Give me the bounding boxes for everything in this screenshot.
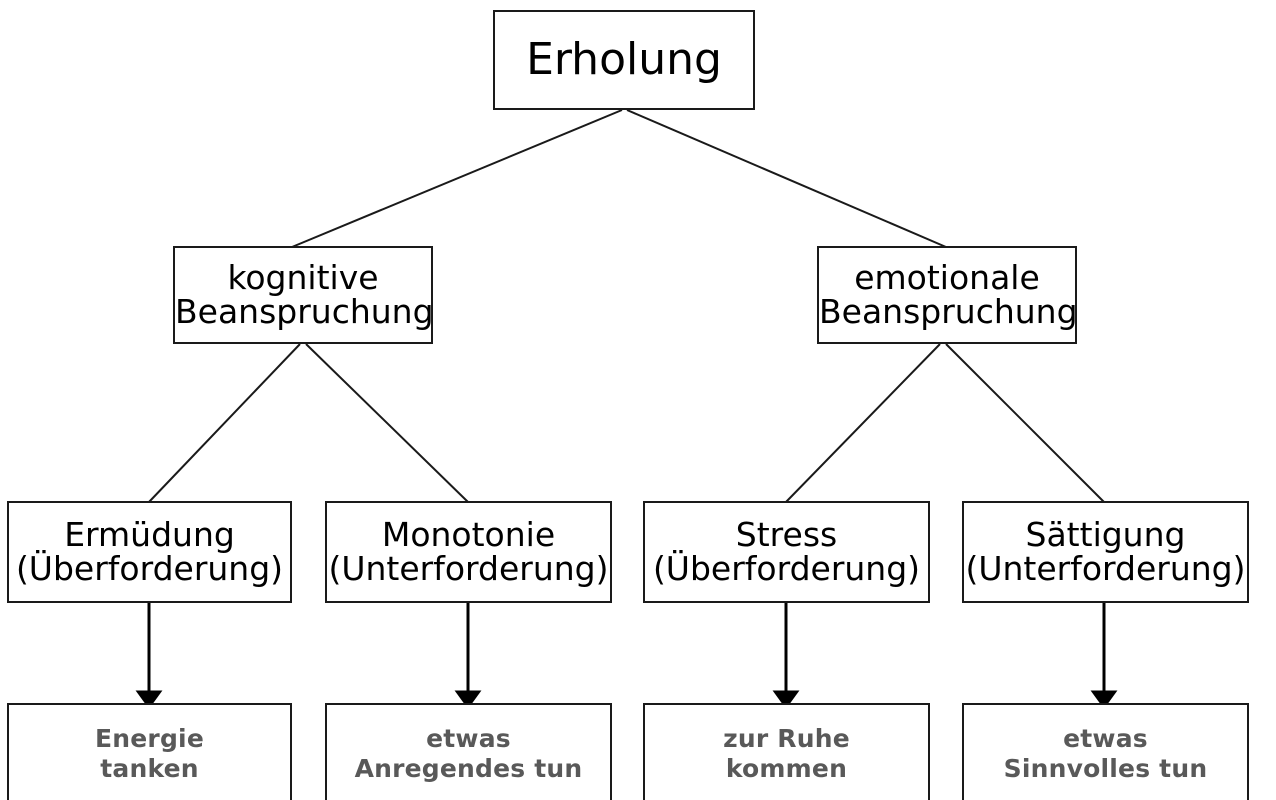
node-erholung[interactable]: Erholung [493,10,755,110]
edge-kognitive-to-ermuedung [148,343,301,503]
node-monotonie[interactable]: Monotonie (Unterforderung) [325,501,612,603]
node-kognitive-beanspruchung-label: kognitive Beanspruchung [175,258,434,331]
node-ermuedung-label: Ermüdung (Überforderung) [15,515,284,588]
edge-emotionale-to-stress [785,343,941,503]
node-saettigung-label: Sättigung (Unterforderung) [965,515,1246,588]
node-sinnvolles-tun[interactable]: etwas Sinnvolles tun [962,703,1249,800]
node-zur-ruhe-kommen[interactable]: zur Ruhe kommen [643,703,930,800]
edge-kognitive-to-monotonie [305,343,469,503]
node-anregendes-tun-label: etwas Anregendes tun [354,723,583,784]
node-energie-tanken-label: Energie tanken [95,723,204,784]
node-kognitive-beanspruchung[interactable]: kognitive Beanspruchung [173,246,434,344]
node-stress-label: Stress (Überforderung) [652,515,921,588]
node-saettigung[interactable]: Sättigung (Unterforderung) [962,501,1249,603]
node-stress[interactable]: Stress (Überforderung) [643,501,930,603]
node-monotonie-label: Monotonie (Unterforderung) [328,515,609,588]
node-zur-ruhe-kommen-label: zur Ruhe kommen [723,723,850,784]
node-anregendes-tun[interactable]: etwas Anregendes tun [325,703,612,800]
node-erholung-label: Erholung [526,33,722,85]
edge-erholung-to-emotionale [626,109,947,248]
edge-erholung-to-kognitive [291,109,623,248]
node-ermuedung[interactable]: Ermüdung (Überforderung) [7,501,292,603]
node-emotionale-beanspruchung-label: emotionale Beanspruchung [819,258,1078,331]
node-sinnvolles-tun-label: etwas Sinnvolles tun [1003,723,1208,784]
node-emotionale-beanspruchung[interactable]: emotionale Beanspruchung [817,246,1078,344]
node-energie-tanken[interactable]: Energie tanken [7,703,292,800]
edge-emotionale-to-saettigung [945,343,1105,503]
